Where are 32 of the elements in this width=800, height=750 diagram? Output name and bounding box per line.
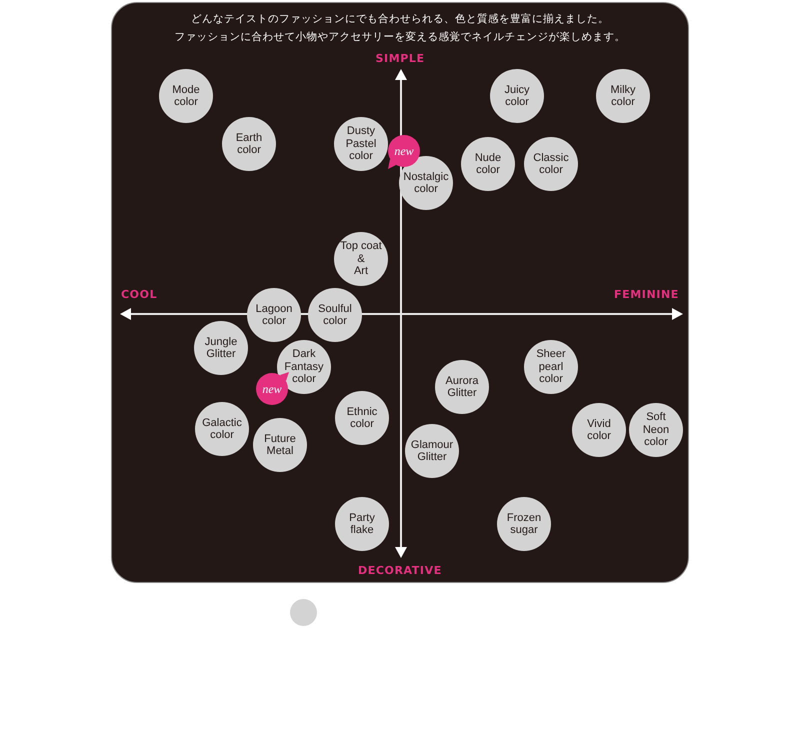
- category-bubble: Top coat & Art: [334, 232, 388, 286]
- category-bubble: Ethnic color: [335, 391, 389, 445]
- category-bubble: Galactic color: [195, 402, 249, 456]
- axis-label: FEMININE: [614, 288, 679, 301]
- axis-label: DECORATIVE: [358, 564, 442, 577]
- category-bubble: Mode color: [159, 69, 213, 123]
- description-text: どんなテイストのファッションにでも合わせられる、色と質感を豊富に揃えました。: [191, 13, 609, 26]
- category-bubble: Milky color: [596, 69, 650, 123]
- axis-label: COOL: [121, 288, 158, 301]
- category-bubble: Earth color: [222, 117, 276, 171]
- category-bubble: Aurora Glitter: [435, 360, 489, 414]
- category-bubble: Soft Neon color: [629, 403, 683, 457]
- category-bubble: Soulful color: [308, 288, 362, 342]
- category-bubble: Vivid color: [572, 403, 626, 457]
- description-text: ファッションに合わせて小物やアクセサリーを変える感覚でネイルチェンジが楽しめます。: [174, 31, 626, 44]
- speech-bubble: new: [385, 132, 423, 170]
- category-bubble: Frozen sugar: [497, 497, 551, 551]
- category-bubble: Lagoon color: [247, 288, 301, 342]
- speech-bubble: new: [253, 370, 291, 408]
- dark-panel: [111, 2, 689, 583]
- category-bubble: Jungle Glitter: [194, 321, 248, 375]
- category-bubble: Nostalgic color: [399, 156, 453, 210]
- category-bubble: Glamour Glitter: [405, 424, 459, 478]
- placeholder-circle: [290, 598, 316, 626]
- category-bubble: Party flake: [335, 497, 389, 551]
- category-bubble: Classic color: [524, 137, 578, 191]
- category-bubble: Future Metal: [253, 418, 307, 472]
- category-bubble: Nude color: [461, 137, 515, 191]
- category-bubble: Dusty Pastel color: [334, 117, 388, 171]
- category-bubble: Juicy color: [490, 69, 544, 123]
- category-bubble: Sheer pearl color: [524, 340, 578, 394]
- axis-label: SIMPLE: [376, 52, 425, 65]
